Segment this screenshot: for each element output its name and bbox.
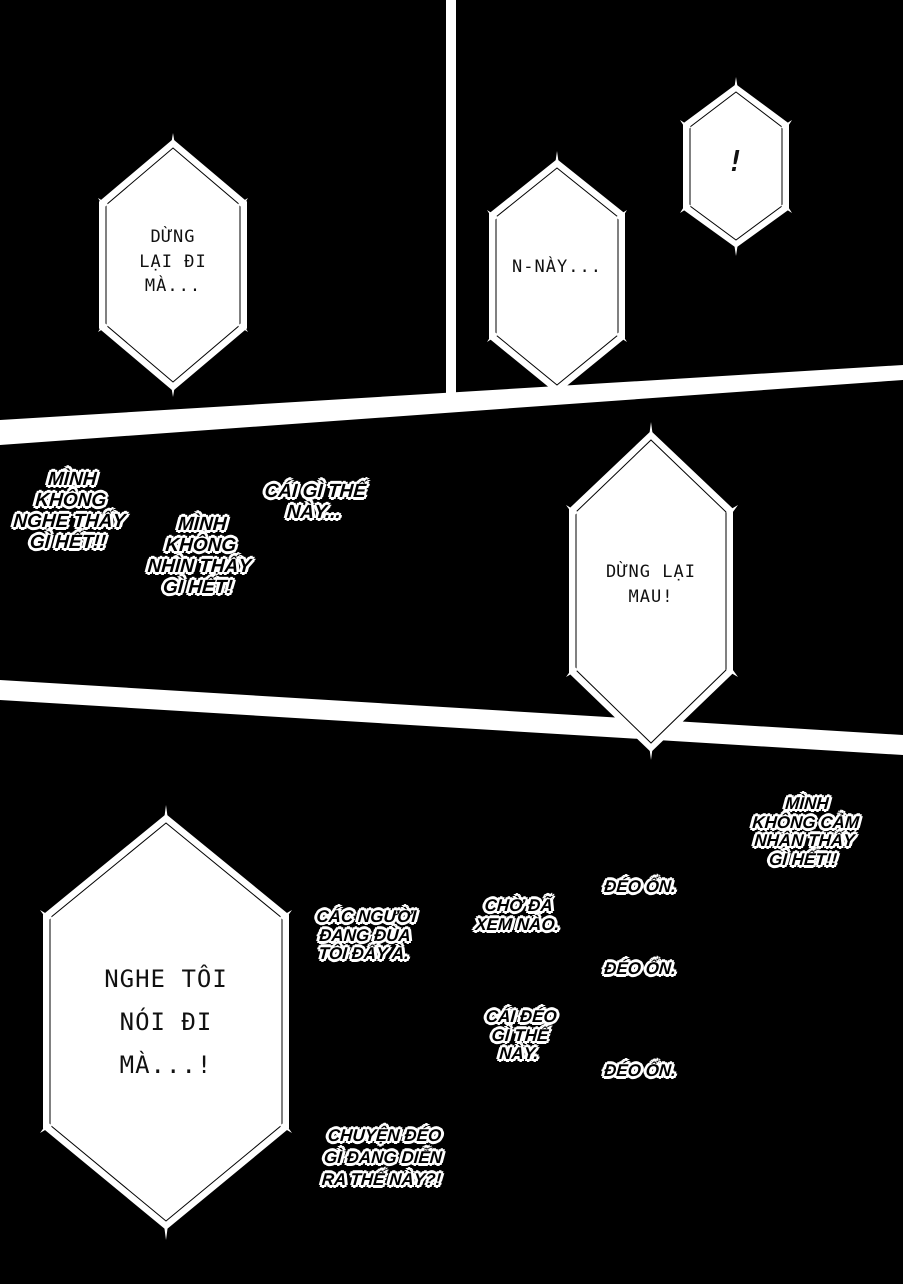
sfx-cant-feel: MÌNH KHÔNG CẢM NHẬN THẤY GÌ HẾT!! bbox=[751, 794, 860, 870]
speech-bubble-exclamation: ! bbox=[727, 145, 745, 178]
speech-bubble-shape-1 bbox=[98, 133, 248, 397]
sfx-are-you-kidding: CÁC NGƯỜI ĐANG ĐÙA TÔI ĐẤY À. bbox=[315, 907, 417, 964]
sfx-what-is-this: CÁI GÌ THẾ NÀY... bbox=[263, 481, 367, 523]
sfx-cant-see: MÌNH KHÔNG NHÌN THẤY GÌ HẾT! bbox=[146, 514, 252, 598]
gutter-diagonal-1 bbox=[0, 365, 903, 445]
sfx-cant-hear: MÌNH KHÔNG NGHE THẤY GÌ HẾT!! bbox=[12, 469, 127, 553]
sfx-not-ok-1: ĐÉO ỔN. bbox=[603, 877, 677, 896]
sfx-not-ok-3: ĐÉO ỔN. bbox=[603, 1061, 677, 1080]
vertical-gutter bbox=[446, 0, 456, 397]
sfx-wait-and-see: CHỜ ĐÃ XEM NÀO. bbox=[474, 896, 561, 934]
speech-bubble-stop-please: DỪNG LẠI ĐI MÀ... bbox=[139, 227, 207, 297]
speech-bubble-this: N-NÀY... bbox=[512, 257, 602, 277]
speech-bubble-shape-4 bbox=[566, 422, 738, 760]
speech-bubble-listen-to-me: NGHE TÔI NÓI ĐI MÀ...! bbox=[104, 965, 228, 1080]
speech-bubble-shape-5 bbox=[40, 805, 292, 1240]
speech-bubble-stop-now: DỪNG LẠI MAU! bbox=[606, 562, 696, 607]
speech-bubble-shape-2 bbox=[487, 151, 627, 402]
sfx-what-is-happening: CHUYỆN ĐÉO GÌ ĐANG DIỄN RA THẾ NÀY?! bbox=[321, 1126, 443, 1190]
sfx-what-the-hell: CÁI ĐÉO GÌ THẾ NÀY. bbox=[485, 1007, 558, 1064]
gutter-diagonal-2 bbox=[0, 680, 903, 755]
sfx-not-ok-2: ĐÉO ỔN. bbox=[603, 959, 677, 978]
speech-bubble-shape-3 bbox=[680, 77, 792, 256]
